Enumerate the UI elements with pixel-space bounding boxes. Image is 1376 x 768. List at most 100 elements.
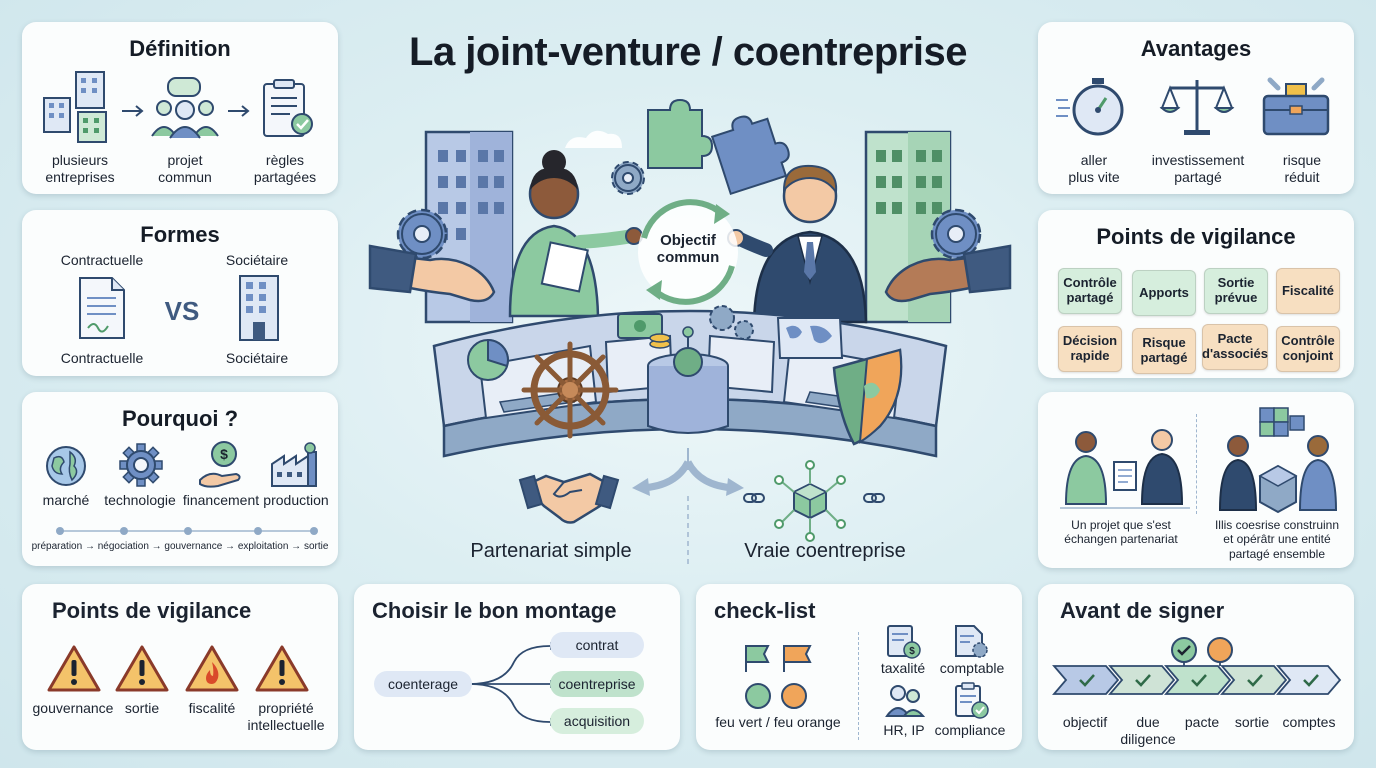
formes-left-bottom: Contractuelle bbox=[60, 350, 144, 366]
vigilance-chip-6: Risque partagé bbox=[1132, 328, 1196, 374]
pourquoi-item-2: technologie bbox=[104, 492, 176, 508]
gear-icon bbox=[734, 320, 754, 340]
card-checklist: check-list feu vert / feu orange $ taxal… bbox=[696, 584, 1022, 750]
avantages-item-3: risque réduit bbox=[1282, 152, 1322, 185]
vigilance-chip-4: Fiscalité bbox=[1276, 268, 1340, 314]
vigilance-bottom-item-4: propriété intellectuelle bbox=[247, 700, 325, 733]
partenariat-simple-label: Partenariat simple bbox=[470, 540, 632, 562]
warning-icon bbox=[255, 645, 309, 692]
money-icon bbox=[617, 313, 671, 349]
svg-text:$: $ bbox=[220, 446, 228, 462]
handshake-icon bbox=[518, 472, 620, 524]
definition-step-1: plusieurs entreprises bbox=[45, 152, 115, 185]
comparison-left-caption: Un projet que s'est échangen partenariat bbox=[1064, 518, 1178, 547]
definition-step-3: règles partagées bbox=[253, 152, 317, 185]
checklist-item-3: HR, IP bbox=[883, 722, 925, 738]
flags-icon bbox=[745, 645, 812, 709]
document-exchange-illustration bbox=[1060, 429, 1190, 509]
link-icon bbox=[743, 493, 885, 503]
card-comparison: Un projet que s'est échangen partenariat… bbox=[1038, 392, 1354, 568]
globe-icon bbox=[46, 446, 86, 486]
page-title: La joint-venture / coentreprise bbox=[409, 30, 967, 74]
card-avant-signer: Avant de signer objectif due diligence p… bbox=[1038, 584, 1354, 750]
gear-icon bbox=[119, 443, 163, 487]
contract-document-icon bbox=[79, 277, 125, 339]
money-hand-icon: $ bbox=[199, 441, 241, 488]
scale-icon bbox=[1159, 80, 1235, 135]
checklist-item-1: taxalité bbox=[880, 660, 926, 676]
vigilance-bottom-item-3: fiscalité bbox=[188, 700, 236, 716]
woman-figure bbox=[508, 150, 643, 318]
vigilance-chip-3: Sortie prévue bbox=[1204, 268, 1268, 314]
arrow-right-icon bbox=[228, 105, 250, 117]
puzzle-piece-icon bbox=[647, 98, 714, 169]
objective-label: Objectif commun bbox=[656, 232, 720, 267]
gear-icon bbox=[611, 161, 645, 195]
people-icon bbox=[885, 685, 926, 717]
building-icon bbox=[239, 275, 279, 341]
vigilance-bottom-item-1: gouvernance bbox=[32, 700, 114, 716]
montage-branches bbox=[469, 642, 558, 726]
avant-signer-step-4: sortie bbox=[1234, 714, 1270, 730]
gear-icon bbox=[930, 208, 982, 260]
stopwatch-icon bbox=[1056, 78, 1124, 136]
accounting-gear-icon bbox=[955, 625, 988, 658]
montage-source: coenterage bbox=[374, 671, 472, 697]
pourquoi-timeline: préparation → négociation → gouvernance … bbox=[31, 541, 329, 552]
formes-vs: VS bbox=[164, 296, 200, 326]
checklist-item-4: compliance bbox=[934, 722, 1006, 738]
ship-wheel-icon bbox=[521, 341, 619, 439]
shield-icon bbox=[832, 348, 903, 446]
checklist-item-2: comptable bbox=[939, 660, 1005, 676]
svg-text:$: $ bbox=[909, 646, 915, 657]
avantages-item-1: aller plus vite bbox=[1068, 152, 1120, 185]
avant-signer-step-1: objectif bbox=[1062, 714, 1108, 730]
clipboard-check-icon bbox=[263, 79, 313, 137]
puzzle-piece-icon bbox=[710, 115, 790, 196]
warning-icon bbox=[115, 645, 169, 692]
formes-right-bottom: Sociétaire bbox=[225, 350, 289, 366]
formes-right-top: Sociétaire bbox=[225, 252, 289, 268]
vigilance-chip-2: Apports bbox=[1132, 270, 1196, 316]
toolbox-icon bbox=[1262, 77, 1330, 136]
vigilance-chip-1: Contrôle partagé bbox=[1058, 268, 1122, 314]
vigilance-chip-7: Pacte d'associés bbox=[1202, 324, 1268, 370]
card-vigilance-bottom: Points de vigilance gouvernance sortie f… bbox=[22, 584, 338, 750]
pie-chart-icon bbox=[467, 338, 509, 381]
factory-icon bbox=[271, 442, 317, 487]
compliance-check-icon bbox=[955, 682, 989, 719]
checklist-divider bbox=[858, 632, 859, 740]
puzzle-collaboration-illustration bbox=[1218, 407, 1338, 514]
vigilance-chip-8: Contrôle conjoint bbox=[1276, 326, 1340, 372]
arrow-right-icon bbox=[122, 105, 144, 117]
card-avantages: Avantages aller plus vite investissement… bbox=[1038, 22, 1354, 194]
tax-document-icon: $ bbox=[887, 625, 921, 659]
avant-signer-title: Avant de signer bbox=[1060, 598, 1225, 623]
vigilance-chip-5: Décision rapide bbox=[1058, 326, 1122, 372]
formes-left-top: Contractuelle bbox=[60, 252, 144, 268]
avant-signer-step-3: pacte bbox=[1184, 714, 1220, 730]
checklist-signal: feu vert / feu orange bbox=[715, 714, 841, 730]
card-montage: Choisir le bon montage coenterage contra… bbox=[354, 584, 680, 750]
montage-title: Choisir le bon montage bbox=[372, 598, 617, 623]
buildings-icon bbox=[43, 71, 107, 143]
control-console bbox=[432, 305, 948, 458]
avantages-item-2: investissement partagé bbox=[1151, 152, 1245, 185]
comparison-divider bbox=[1196, 414, 1197, 514]
pourquoi-item-1: marché bbox=[42, 492, 90, 508]
card-vigilance-right: Points de vigilance Contrôle partagé App… bbox=[1038, 210, 1354, 378]
montage-option-contrat: contrat bbox=[550, 632, 644, 658]
cycle-arrows-icon bbox=[638, 199, 738, 305]
definition-step-2: projet commun bbox=[158, 152, 212, 185]
center-illustration bbox=[368, 98, 1012, 564]
world-map-icon bbox=[776, 317, 844, 359]
formes-title: Formes bbox=[140, 222, 220, 247]
checklist-title: check-list bbox=[714, 598, 816, 623]
montage-option-coentreprise: coentreprise bbox=[550, 671, 644, 697]
avantages-title: Avantages bbox=[1140, 36, 1252, 61]
gear-icon bbox=[709, 305, 735, 331]
card-formes: Formes Contractuelle Sociétaire VS Contr… bbox=[22, 210, 338, 376]
comparison-right-caption: Illis coesrise construinn et opérâtr une… bbox=[1214, 518, 1340, 561]
network-cube-icon bbox=[774, 460, 846, 542]
pourquoi-title: Pourquoi ? bbox=[121, 406, 239, 431]
